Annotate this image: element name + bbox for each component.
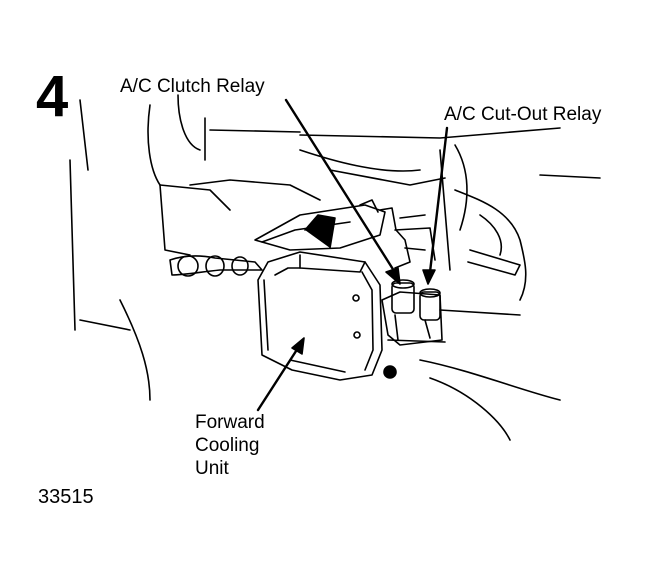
- forward-cooling-unit: [257, 251, 397, 381]
- figure-reference-code: 33515: [38, 486, 94, 508]
- forward-cooling-unit-label-line: Cooling: [195, 435, 260, 456]
- cutout-relay-arrowhead: [422, 269, 436, 285]
- mounting-bracket: [254, 199, 436, 269]
- clutch-relay-leader-line: [284, 98, 398, 276]
- coolant-hose: [169, 255, 263, 277]
- engine-background-lines: [69, 94, 601, 441]
- cutout-relay-leader-line: [428, 126, 449, 274]
- forward-cooling-unit-label: Forward Cooling Unit: [195, 411, 265, 480]
- ac-clutch-relay-label: A/C Clutch Relay: [120, 76, 265, 97]
- ac-cutout-relay-label: A/C Cut-Out Relay: [444, 104, 602, 125]
- relay-assembly: [381, 279, 446, 346]
- cooling-unit-leader-line: [256, 346, 300, 412]
- figure-number: 4: [36, 64, 69, 129]
- forward-cooling-unit-label-line: Unit: [195, 458, 229, 479]
- cooling-unit-arrowhead: [291, 337, 305, 355]
- clutch-relay-arrowhead: [385, 267, 401, 285]
- callout-arrows[interactable]: [256, 98, 449, 412]
- forward-cooling-unit-label-line: Forward: [195, 412, 265, 433]
